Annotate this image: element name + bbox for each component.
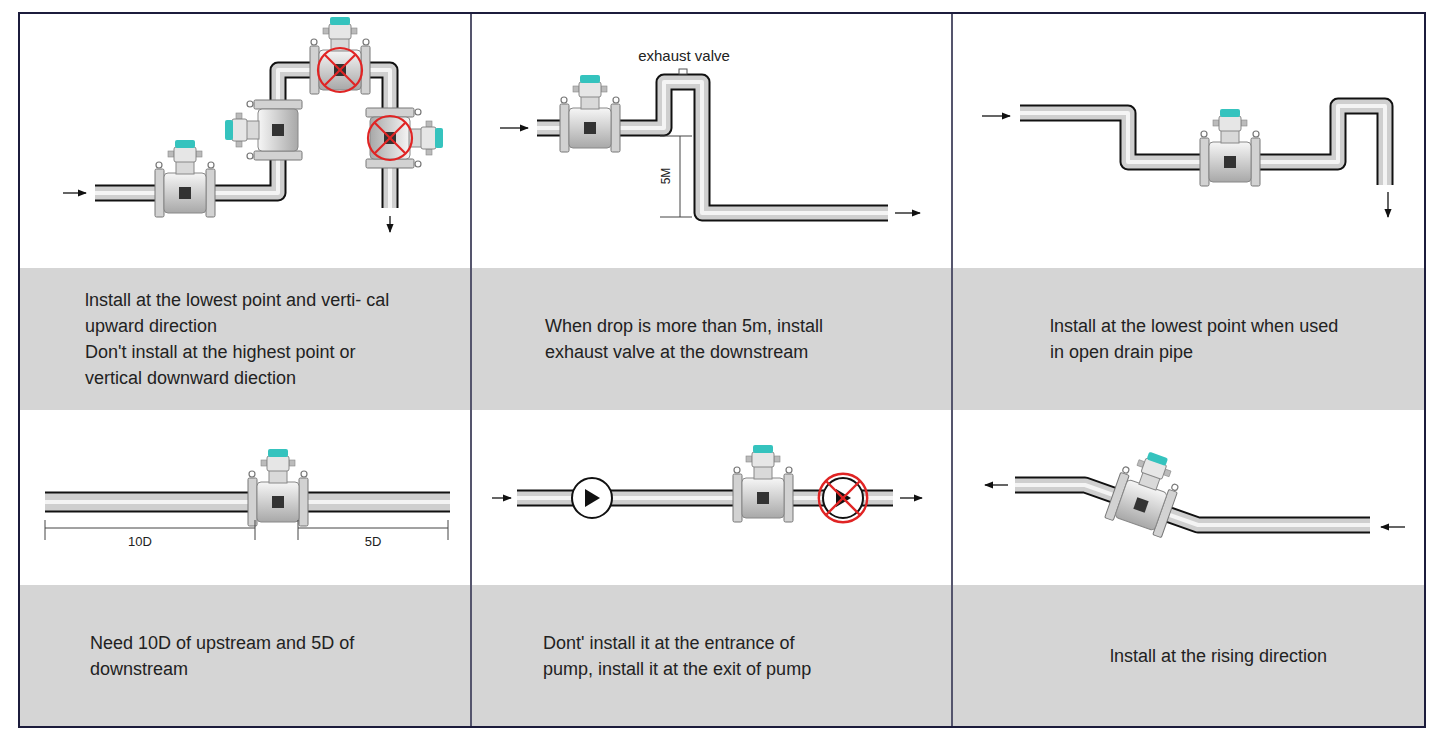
dimension-label: 5M [659, 168, 673, 185]
flow-arrow [985, 484, 1008, 485]
caption-text: Don't install at the highest point or ve… [85, 339, 415, 391]
flowmeter [155, 140, 215, 217]
caption-band: When drop is more than 5m, install exhau… [472, 268, 951, 410]
dimension-tick [660, 136, 692, 137]
exhaust-valve [679, 69, 687, 74]
pipe [1015, 485, 1370, 525]
prohibited-mark [819, 474, 867, 522]
dimension-label: 5D [365, 534, 382, 549]
flow-arrow [1381, 526, 1405, 527]
pipe [1015, 485, 1370, 525]
flow-arrow [63, 192, 86, 193]
caption-text: Dont' install it at the entrance of pump… [543, 630, 843, 682]
flow-arrow [982, 115, 1010, 116]
flow-arrow [900, 497, 922, 498]
dimension-tick [298, 520, 299, 540]
flowmeter [1105, 445, 1187, 538]
flowmeter [248, 449, 308, 526]
label-holder: exhaust valve [638, 47, 730, 64]
flow-arrow [500, 127, 528, 128]
flowmeter [1200, 109, 1260, 186]
dimension-line [680, 136, 681, 217]
pump-triangle [585, 489, 600, 507]
prohibited-mark [318, 48, 362, 92]
flowmeter [560, 75, 620, 152]
outer-frame [19, 13, 1425, 727]
flowmeter [225, 100, 302, 160]
pipe [1020, 106, 1385, 185]
label-holder: 5M [659, 168, 673, 185]
prohibited-mark [368, 116, 412, 160]
pump-symbol [572, 478, 612, 518]
caption-text: lnstall at the lowest point and verti- c… [85, 287, 415, 339]
caption-band: lnstall at the lowest point when used in… [953, 268, 1424, 410]
caption-text: Need 10D of upstream and 5D of downstrea… [90, 630, 400, 682]
caption-text: lnstall at the lowest point when used in… [1050, 313, 1350, 365]
caption-text: lnstall at the rising direction [1110, 643, 1327, 669]
pump [572, 478, 612, 518]
flow-arrow [492, 497, 511, 498]
label-holder: 5D [365, 534, 382, 549]
flowmeter [733, 445, 793, 522]
dimension-10d-5d [45, 520, 448, 540]
pipe [1020, 106, 1385, 185]
caption-band: Dont' install it at the entrance of pump… [472, 585, 951, 726]
caption-band: Need 10D of upstream and 5D of downstrea… [20, 585, 470, 726]
flow-arrow [895, 212, 920, 213]
dimension-line [298, 528, 448, 529]
flow-arrow [1387, 192, 1388, 217]
pipe [1015, 485, 1370, 525]
caption-band: lnstall at the lowest point and verti- c… [20, 268, 470, 410]
dimension-tick [45, 520, 46, 540]
dimension-tick [255, 520, 256, 540]
caption-text: When drop is more than 5m, install exhau… [545, 313, 875, 365]
pipe [1020, 106, 1385, 185]
label-holder: 10D [128, 534, 152, 549]
flowmeter [310, 17, 370, 94]
flow-arrow [389, 216, 390, 232]
dimension-5m [660, 136, 692, 217]
callout-label: exhaust valve [638, 47, 730, 64]
caption-band: lnstall at the rising direction [953, 585, 1424, 726]
dimension-tick [448, 520, 449, 540]
dimension-tick [660, 217, 692, 218]
dimension-line [45, 528, 255, 529]
flowmeter [366, 108, 443, 168]
dimension-label: 10D [128, 534, 152, 549]
